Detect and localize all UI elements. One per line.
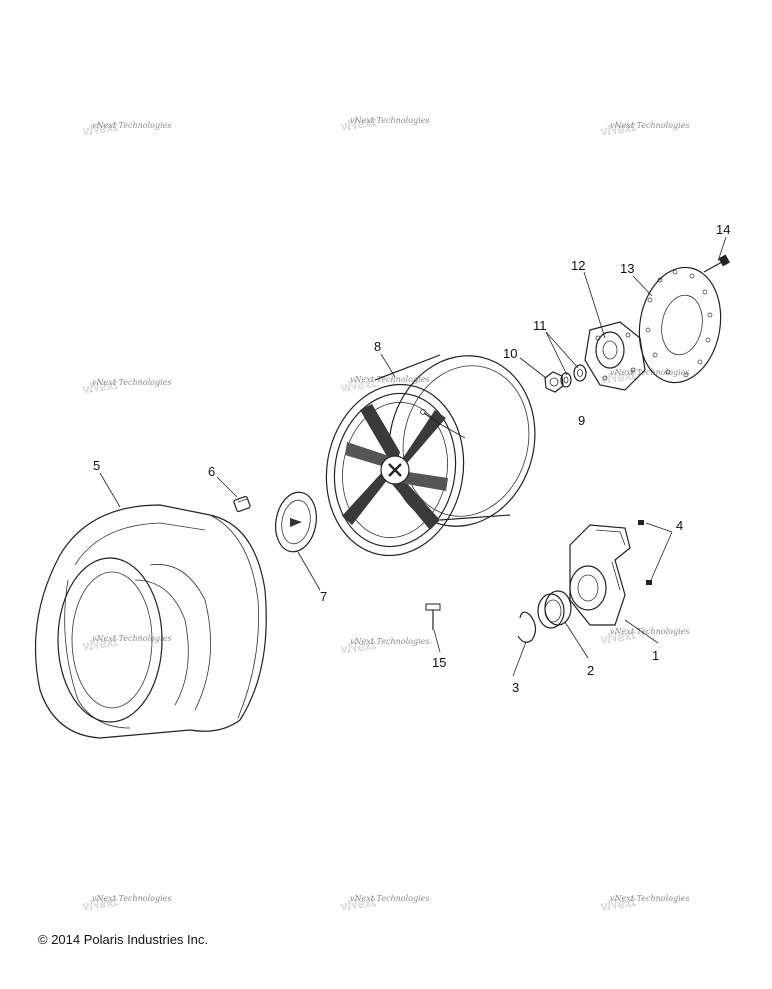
svg-text:vNext Technologies: vNext Technologies [610, 121, 689, 130]
svg-text:vNext: vNext [82, 377, 120, 396]
callout-3: 3 [512, 680, 519, 695]
castle-nut-drawing [544, 371, 564, 393]
svg-text:vNext Technologies: vNext Technologies [610, 627, 689, 636]
copyright-notice: © 2014 Polaris Industries Inc. [38, 932, 208, 947]
brake-rotor-drawing [638, 266, 722, 384]
leader-lines [99, 236, 727, 677]
rotor-bolt-drawing [703, 254, 730, 273]
hub-drawing [584, 321, 646, 391]
valve-cap-drawing [233, 495, 251, 513]
wheel-stud-drawing [425, 603, 441, 630]
washer-drawing [560, 364, 587, 388]
svg-text:vNext Technologies: vNext Technologies [92, 894, 171, 903]
callout-4: 4 [676, 518, 683, 533]
svg-text:vNext: vNext [600, 368, 638, 387]
svg-text:vNext: vNext [340, 376, 378, 395]
callout-6: 6 [208, 464, 215, 479]
wheel-rim-drawing [325, 354, 536, 557]
svg-text:vNext Technologies: vNext Technologies [92, 121, 171, 130]
callout-8: 8 [374, 339, 381, 354]
svg-text:vNext: vNext [600, 895, 638, 914]
callout-11: 11 [533, 318, 547, 333]
tire-drawing [34, 504, 267, 739]
callout-9: 9 [578, 413, 585, 428]
svg-text:vNext: vNext [82, 634, 120, 653]
callout-5: 5 [93, 458, 100, 473]
svg-text:vNext Technologies: vNext Technologies [92, 378, 171, 387]
callout-10: 10 [503, 346, 517, 361]
svg-text:vNext Technologies: vNext Technologies [350, 637, 429, 646]
svg-text:vNext Technologies: vNext Technologies [350, 116, 429, 125]
grease-fitting-drawing [638, 520, 652, 585]
snap-ring-drawing [517, 611, 537, 643]
callout-1: 1 [652, 648, 659, 663]
svg-text:vNext: vNext [82, 894, 120, 913]
center-cap-drawing [275, 491, 317, 553]
svg-text:vNext: vNext [600, 120, 638, 139]
callout-7: 7 [320, 589, 327, 604]
svg-text:vNext Technologies: vNext Technologies [92, 634, 171, 643]
svg-text:vNext: vNext [340, 895, 378, 914]
callout-2: 2 [587, 663, 594, 678]
svg-text:vNext Technologies: vNext Technologies [350, 375, 429, 384]
callout-15: 15 [432, 655, 446, 670]
svg-text:vNext: vNext [340, 115, 378, 134]
svg-text:vNext: vNext [340, 638, 378, 657]
callout-12: 12 [571, 258, 585, 273]
callout-labels: 1 2 3 4 5 6 7 8 9 10 11 12 13 14 15 [93, 222, 730, 695]
cotter-pin-drawing [420, 409, 441, 425]
bearing-drawing [537, 590, 572, 629]
svg-text:vNext: vNext [82, 119, 120, 138]
callout-13: 13 [620, 261, 634, 276]
svg-text:vNext Technologies: vNext Technologies [350, 894, 429, 903]
callout-14: 14 [716, 222, 730, 237]
bearing-carrier-drawing [569, 524, 631, 626]
svg-text:vNext Technologies: vNext Technologies [610, 368, 689, 377]
svg-text:vNext: vNext [600, 628, 638, 647]
svg-text:vNext Technologies: vNext Technologies [610, 894, 689, 903]
